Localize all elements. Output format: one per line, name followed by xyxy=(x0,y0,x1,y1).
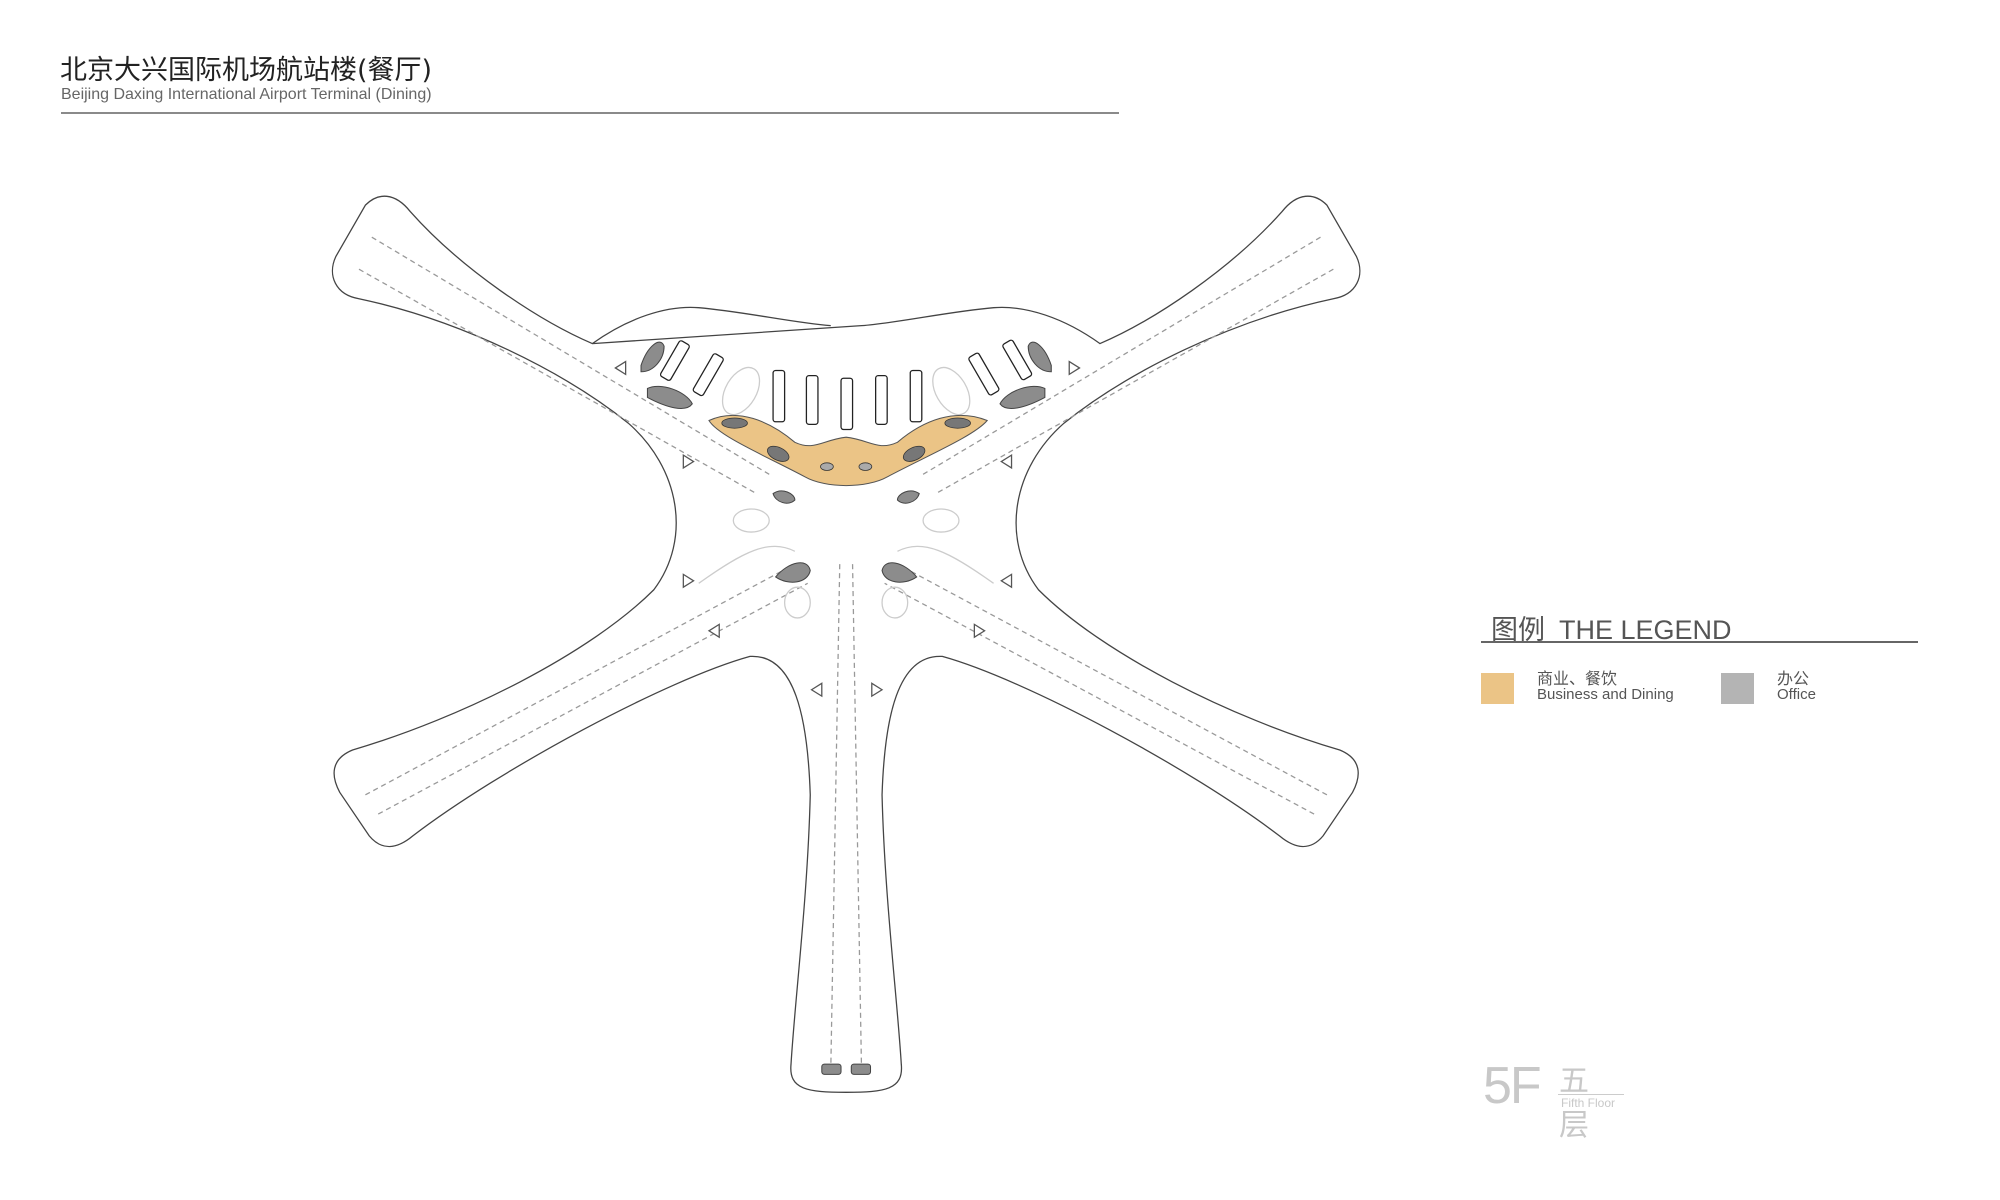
interior-outlines xyxy=(698,366,994,619)
dining-area xyxy=(708,414,989,487)
legend-divider xyxy=(1481,641,1918,643)
page-title: 北京大兴国际机场航站楼(餐厅) xyxy=(60,55,433,86)
page-subtitle: Beijing Daxing International Airport Ter… xyxy=(61,86,432,103)
floor-name-en: Fifth Floor xyxy=(1561,1096,1616,1110)
legend-title-cn: 图例 xyxy=(1491,615,1545,646)
title-divider xyxy=(61,112,1119,114)
office-swatch xyxy=(1721,673,1754,704)
office-areas xyxy=(640,341,1052,1075)
dining-fixtures xyxy=(721,417,971,471)
floor-number: 5F xyxy=(1483,1057,1542,1115)
terminal-outline xyxy=(331,195,1361,1093)
floor-divider xyxy=(1558,1094,1624,1095)
circulation-lines xyxy=(358,236,1334,1071)
legend-label-cn: 办公 xyxy=(1777,669,1810,688)
legend-label-en: Business and Dining xyxy=(1537,686,1674,703)
legend-title: 图例 THE LEGEND xyxy=(1491,608,1732,647)
legend-title-en: THE LEGEND xyxy=(1559,615,1732,645)
gate-stands xyxy=(659,339,1033,431)
dining-swatch xyxy=(1481,673,1514,704)
legend-label-cn: 商业、餐饮 xyxy=(1537,669,1618,688)
legend-label-en: Office xyxy=(1777,686,1816,703)
direction-arrow-icons xyxy=(614,360,1081,698)
floor-name-cn: 五层 xyxy=(1559,1064,1589,1143)
